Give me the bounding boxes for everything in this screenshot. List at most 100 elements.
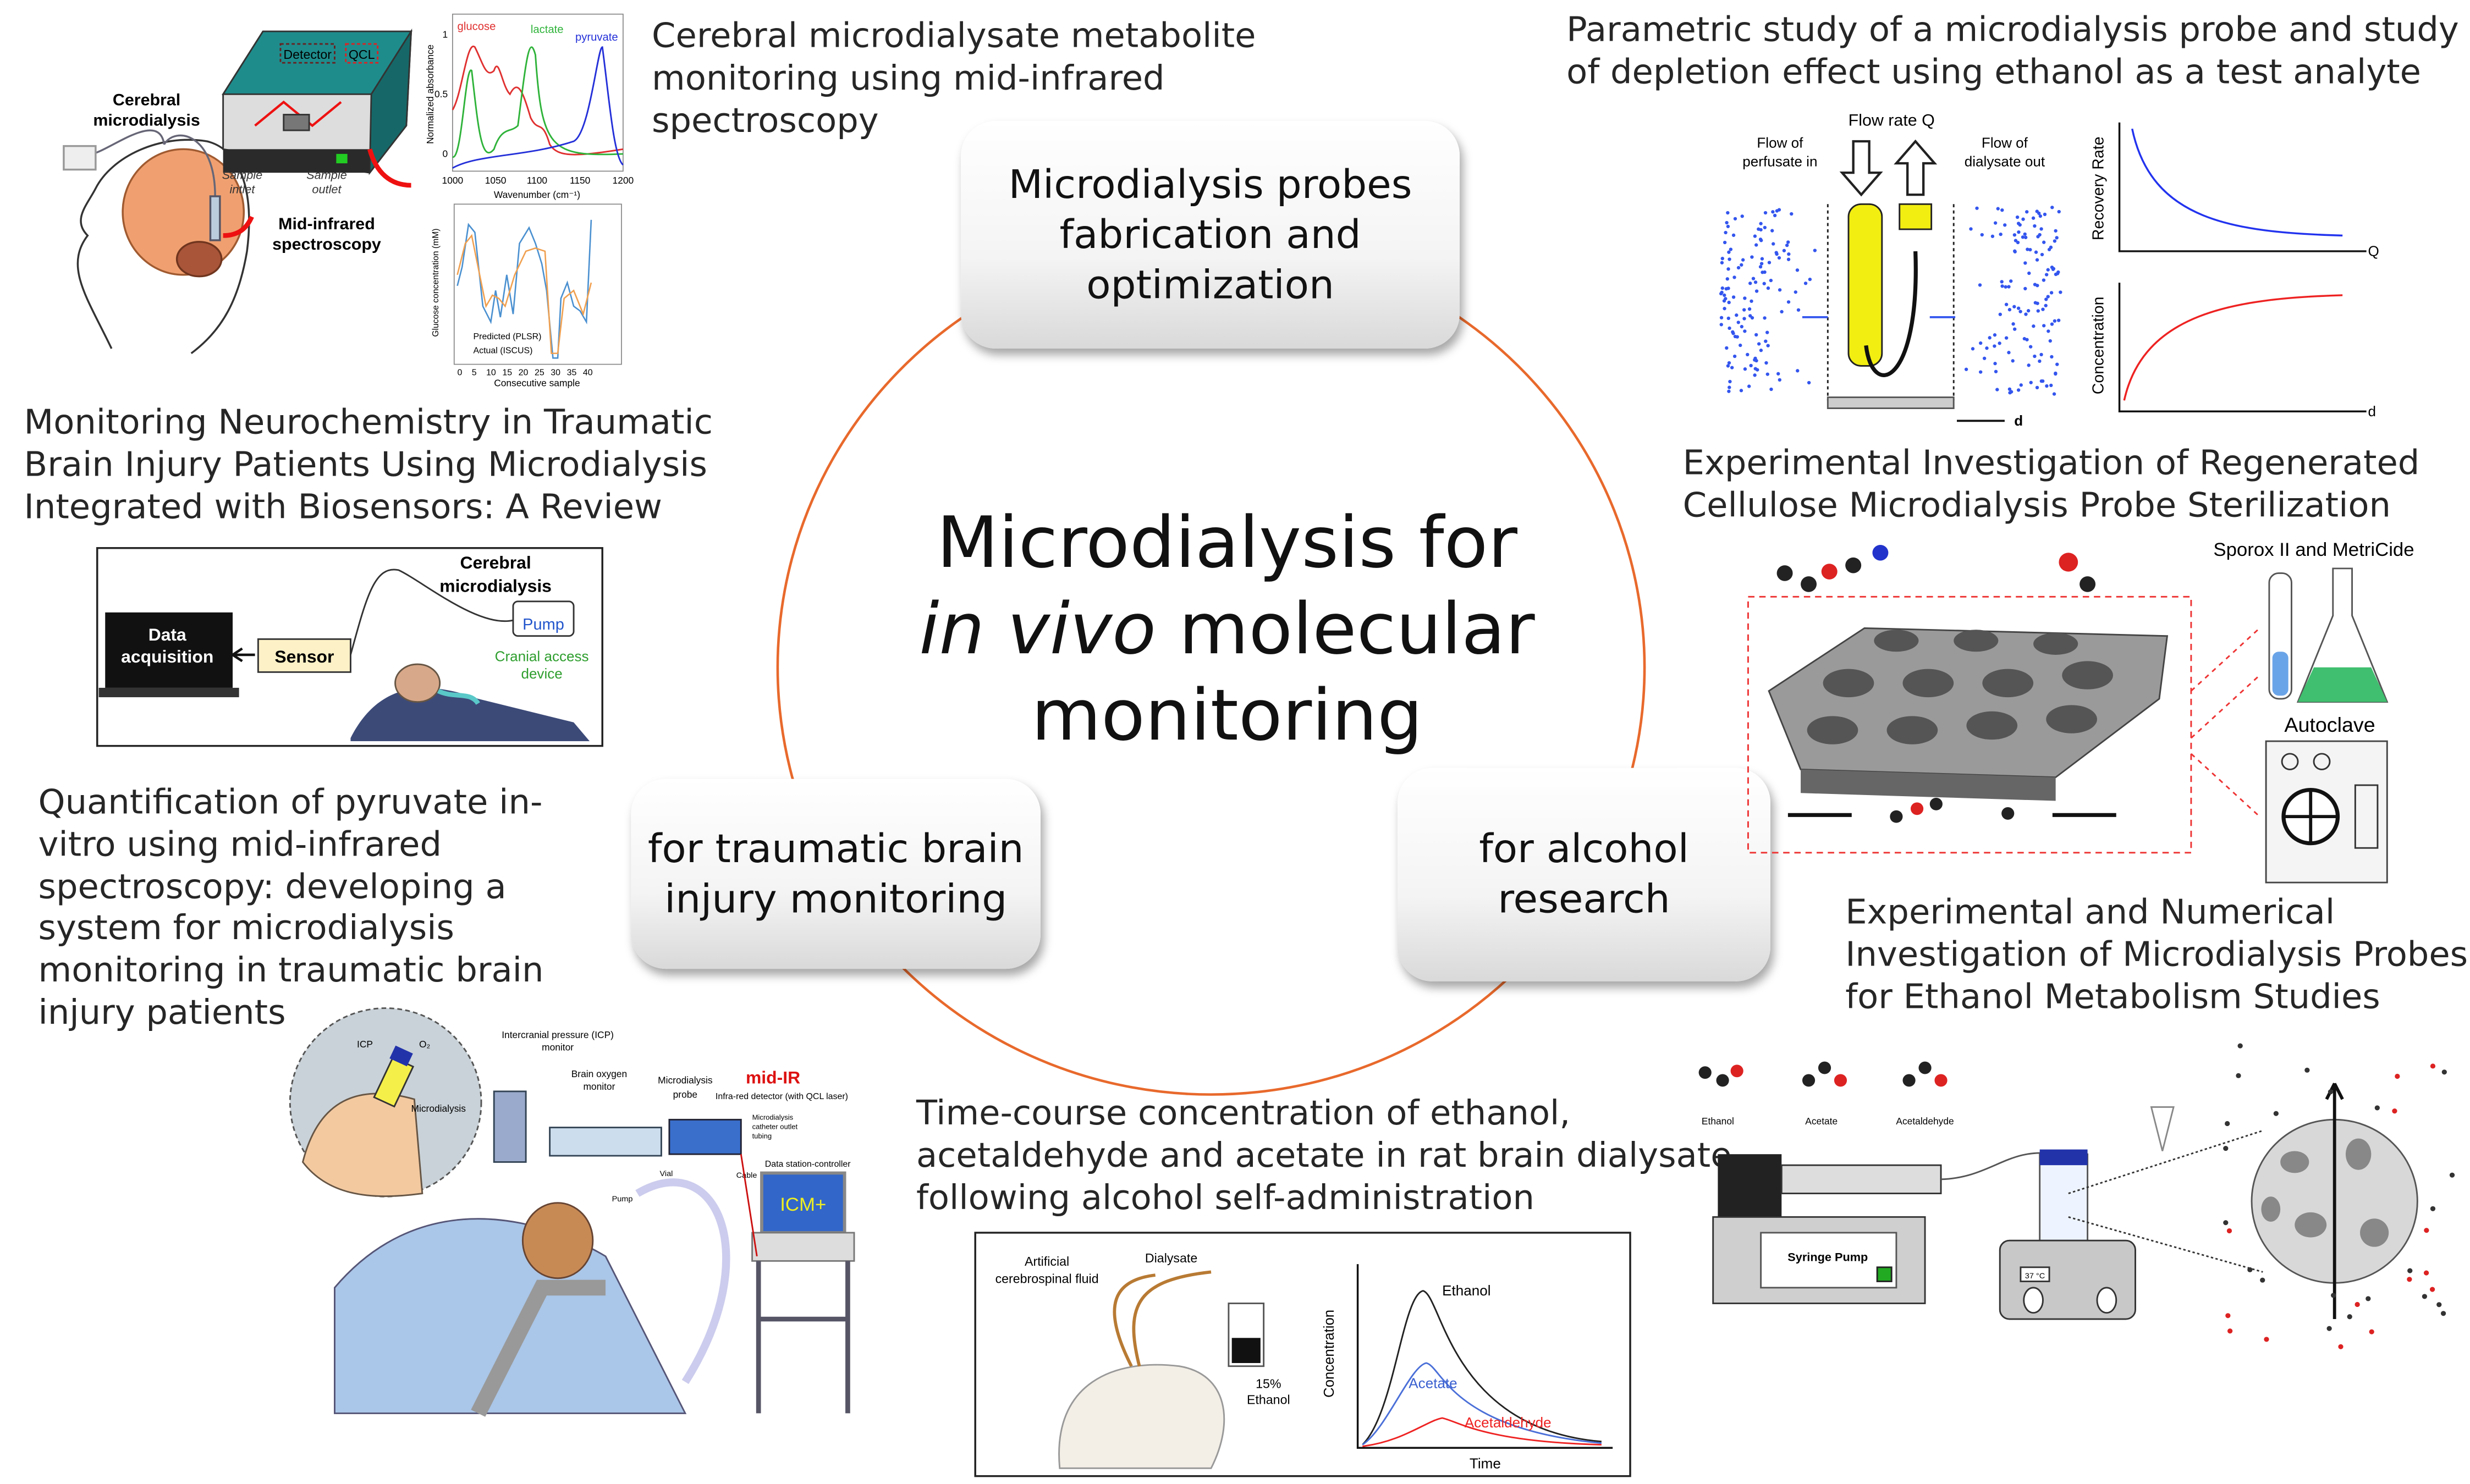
analyte-dot bbox=[1765, 372, 1769, 376]
analyte-dot bbox=[2007, 308, 2012, 312]
analyte-dot bbox=[1740, 263, 1743, 267]
analyte-dot bbox=[1766, 344, 1770, 347]
analyte-dot bbox=[1736, 266, 1741, 270]
analyte-dot bbox=[1777, 208, 1781, 212]
analyte-dot bbox=[2042, 324, 2046, 328]
central-title: Microdialysis for in vivo molecular moni… bbox=[893, 499, 1562, 758]
ethanol-series-label: Ethanol bbox=[1442, 1283, 1490, 1299]
analyte-dot bbox=[1998, 341, 2001, 345]
molecule-dot bbox=[2237, 1043, 2243, 1049]
analyte-dot bbox=[1785, 243, 1789, 247]
molecule-icon bbox=[1776, 545, 2096, 592]
analyte-dot bbox=[1778, 378, 1782, 382]
molecule-dot bbox=[2441, 1069, 2447, 1075]
x-tick: 1000 bbox=[442, 175, 464, 186]
analyte-dot bbox=[1761, 271, 1764, 274]
analyte-dot bbox=[2049, 245, 2053, 249]
molecule-icon bbox=[1698, 1061, 1948, 1087]
laptop-screen bbox=[105, 612, 233, 688]
analyte-dot bbox=[1750, 299, 1753, 303]
molecule-dot bbox=[2273, 1111, 2279, 1116]
analyte-dot bbox=[2023, 235, 2028, 239]
box-line: Microdialysis probes bbox=[1008, 161, 1412, 207]
analyte-dot bbox=[1990, 234, 1995, 238]
x-axis-label: Consecutive sample bbox=[494, 378, 580, 389]
analyte-dot bbox=[1727, 389, 1731, 393]
analyte-dot bbox=[1726, 224, 1730, 228]
analyte-dot bbox=[2042, 240, 2046, 244]
x-axis-label: Wavenumber (cm⁻¹) bbox=[494, 189, 580, 200]
analyte-dot bbox=[2027, 363, 2031, 367]
analyte-dot bbox=[1725, 220, 1729, 225]
figure-tbi-setup: ICP O₂ Microdialysis Intercranial pressu… bbox=[289, 1007, 855, 1417]
analyte-dot bbox=[1796, 369, 1800, 373]
analyte-dot bbox=[1754, 243, 1758, 247]
analyte-dot bbox=[2018, 223, 2022, 227]
analyte-dot bbox=[1763, 316, 1767, 320]
analyte-dot bbox=[2053, 319, 2057, 323]
analyte-dot bbox=[1765, 330, 1769, 334]
central-title-line: in vivo molecular bbox=[893, 586, 1562, 672]
analyte-dot bbox=[2023, 232, 2027, 236]
analyte-dot bbox=[1739, 343, 1742, 347]
title-line: vitro using mid-infrared bbox=[38, 825, 442, 865]
legend-actual: Actual (ISCUS) bbox=[474, 346, 533, 356]
analyte-dot bbox=[1786, 257, 1791, 261]
syringe-pump-label: Syringe Pump bbox=[1787, 1250, 1868, 1264]
analyte-dot bbox=[2000, 208, 2004, 212]
analyte-dot bbox=[2000, 284, 2004, 288]
analyte-dot bbox=[2050, 265, 2054, 269]
analyte-dot bbox=[1747, 307, 1752, 311]
analyte-dot bbox=[2025, 210, 2029, 214]
flow-arrow-icon bbox=[1864, 251, 1918, 377]
analyte-dot bbox=[1723, 293, 1726, 297]
analyte-dot bbox=[1975, 206, 1979, 210]
analyte-dot bbox=[1732, 354, 1737, 358]
molecule-dot bbox=[2223, 1146, 2229, 1151]
arrow-up-icon bbox=[2325, 1083, 2344, 1320]
molecule-dot bbox=[2347, 1314, 2352, 1320]
molecule-dot bbox=[2424, 1228, 2429, 1233]
analyte-dot bbox=[1813, 249, 1817, 252]
ethanol-label: Ethanol bbox=[1702, 1116, 1734, 1127]
molecule-dot bbox=[2366, 1296, 2371, 1301]
analyte-dot bbox=[2004, 302, 2009, 306]
analyte-dot bbox=[1735, 313, 1739, 317]
syringe bbox=[1780, 1164, 1942, 1194]
analyte-dot bbox=[1728, 385, 1731, 389]
analyte-dot bbox=[1723, 307, 1726, 311]
box-line: optimization bbox=[1086, 261, 1334, 307]
analyte-dot bbox=[2036, 309, 2040, 313]
molecule-icon bbox=[1890, 797, 2015, 823]
molecule-dot bbox=[2328, 1089, 2334, 1095]
molecule-dot bbox=[2326, 1326, 2332, 1331]
analyte-dot bbox=[2009, 390, 2014, 394]
analyte-dot bbox=[1998, 312, 2003, 316]
analyte-dot bbox=[2012, 233, 2017, 237]
paper-title-pyruvate: Quantification of pyruvate in-vitro usin… bbox=[38, 784, 544, 1036]
analyte-dot bbox=[1771, 210, 1775, 214]
analyte-dot bbox=[1720, 286, 1724, 290]
analyte-dot bbox=[2025, 338, 2029, 341]
analyte-dot bbox=[2021, 217, 2025, 221]
molecule-dot bbox=[2430, 1206, 2436, 1211]
analyte-dot bbox=[1759, 262, 1764, 266]
temperature-label: 37 °C bbox=[2025, 1272, 2045, 1281]
molecule-dot bbox=[2423, 1270, 2429, 1276]
analyte-dot bbox=[1786, 240, 1790, 244]
analyte-dot bbox=[1777, 256, 1781, 260]
analyte-dot bbox=[1764, 361, 1768, 365]
analyte-dot bbox=[2033, 224, 2037, 228]
molecule-dot bbox=[2407, 1268, 2413, 1273]
molecule-dot bbox=[2374, 1105, 2380, 1111]
analyte-dot bbox=[1988, 336, 1992, 340]
